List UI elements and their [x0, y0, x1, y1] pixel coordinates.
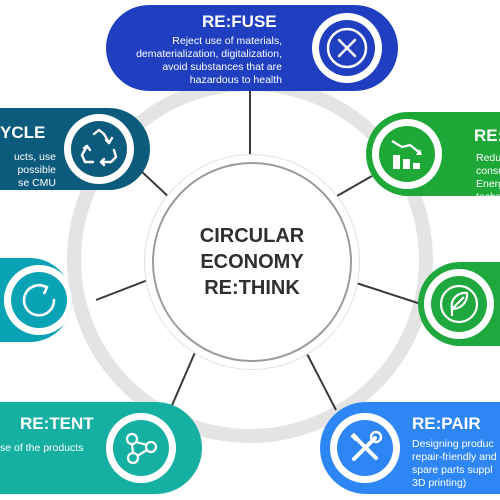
node-refuse-desc-line: dematerialization, digitalization, [136, 48, 282, 60]
node-retent-title: RE:TENT [20, 414, 94, 433]
node-repair-desc-line: spare parts suppl [412, 464, 493, 476]
node-reuse-icon-badge [4, 265, 72, 335]
node-refuse-icon-badge [312, 13, 382, 83]
refresh-icon [22, 283, 56, 317]
node-retent: RE:TENT se of the products [0, 402, 202, 494]
spoke-reduce [329, 175, 373, 201]
node-refuse-desc: Reject use of materials, dematerializati… [136, 35, 282, 87]
node-reduce-desc-line: consu [476, 165, 500, 177]
node-recycle-desc-line: se CMU [18, 177, 56, 189]
node-recycle-desc-line: possible [17, 164, 56, 176]
spoke-repair [304, 349, 337, 411]
node-energy [418, 262, 500, 346]
node-repair-icon-badge [330, 413, 400, 483]
node-energy-icon-badge [424, 269, 494, 339]
spoke-recycle [139, 169, 173, 201]
node-retent-icon-badge [106, 413, 176, 483]
leaf-plug-icon [439, 284, 479, 324]
node-refuse-desc-line: avoid substances that are [162, 61, 282, 73]
node-reduce-desc-line: Energ [476, 178, 500, 190]
spoke-retent [169, 349, 197, 411]
node-reuse [0, 258, 72, 342]
node-reduce-icon-badge [372, 119, 442, 189]
spoke-energy [346, 279, 425, 306]
node-recycle-icon-badge [64, 114, 134, 184]
node-recycle-desc-line: ucts, use [13, 151, 56, 163]
node-recycle-title: YCLE [0, 123, 46, 142]
molecule-icon [125, 432, 158, 465]
node-repair-desc-line: Designing produc [412, 438, 494, 450]
node-retent-desc: se of the products [0, 442, 83, 455]
close-icon [326, 27, 368, 69]
node-recycle-desc: ucts, use possible se CMU mponent [14, 151, 56, 190]
center-title: CIRCULAR ECONOMY RE:THINK [200, 223, 304, 301]
node-retent-desc-line: se of the products [0, 442, 84, 454]
node-repair-desc-line: 3D printing) [412, 477, 467, 489]
center-line-3: RE:THINK [204, 277, 300, 299]
center-circle: CIRCULAR ECONOMY RE:THINK [152, 162, 352, 362]
center-line-2: ECONOMY [200, 251, 304, 273]
node-repair-title: RE:PAIR [412, 414, 481, 433]
center-line-1: CIRCULAR [199, 225, 305, 247]
node-reduce-desc: Redu consu Energ techn [476, 152, 500, 196]
node-refuse-desc-line: Reject use of materials, [172, 35, 282, 47]
node-reduce-desc-line: techn [476, 191, 500, 196]
node-refuse: RE:FUSE Reject use of materials, demater… [106, 5, 398, 91]
node-repair-desc: Designing produc repair-friendly and spa… [412, 438, 497, 490]
spoke-reuse [95, 277, 154, 301]
node-reduce-title: RE: [474, 126, 500, 145]
node-repair: RE:PAIR Designing produc repair-friendly… [320, 402, 500, 494]
node-recycle: YCLE ucts, use possible se CMU mponent [0, 108, 150, 190]
node-reduce: RE: Redu consu Energ techn [366, 112, 500, 196]
node-refuse-title: RE:FUSE [202, 12, 277, 31]
node-repair-desc-line: repair-friendly and [412, 451, 497, 463]
node-reduce-desc-line: Redu [476, 152, 500, 164]
node-refuse-desc-line: hazardous to health [189, 74, 282, 86]
recycle-icon [80, 128, 118, 167]
tools-icon [350, 430, 383, 461]
chart-decrease-icon [391, 139, 422, 169]
